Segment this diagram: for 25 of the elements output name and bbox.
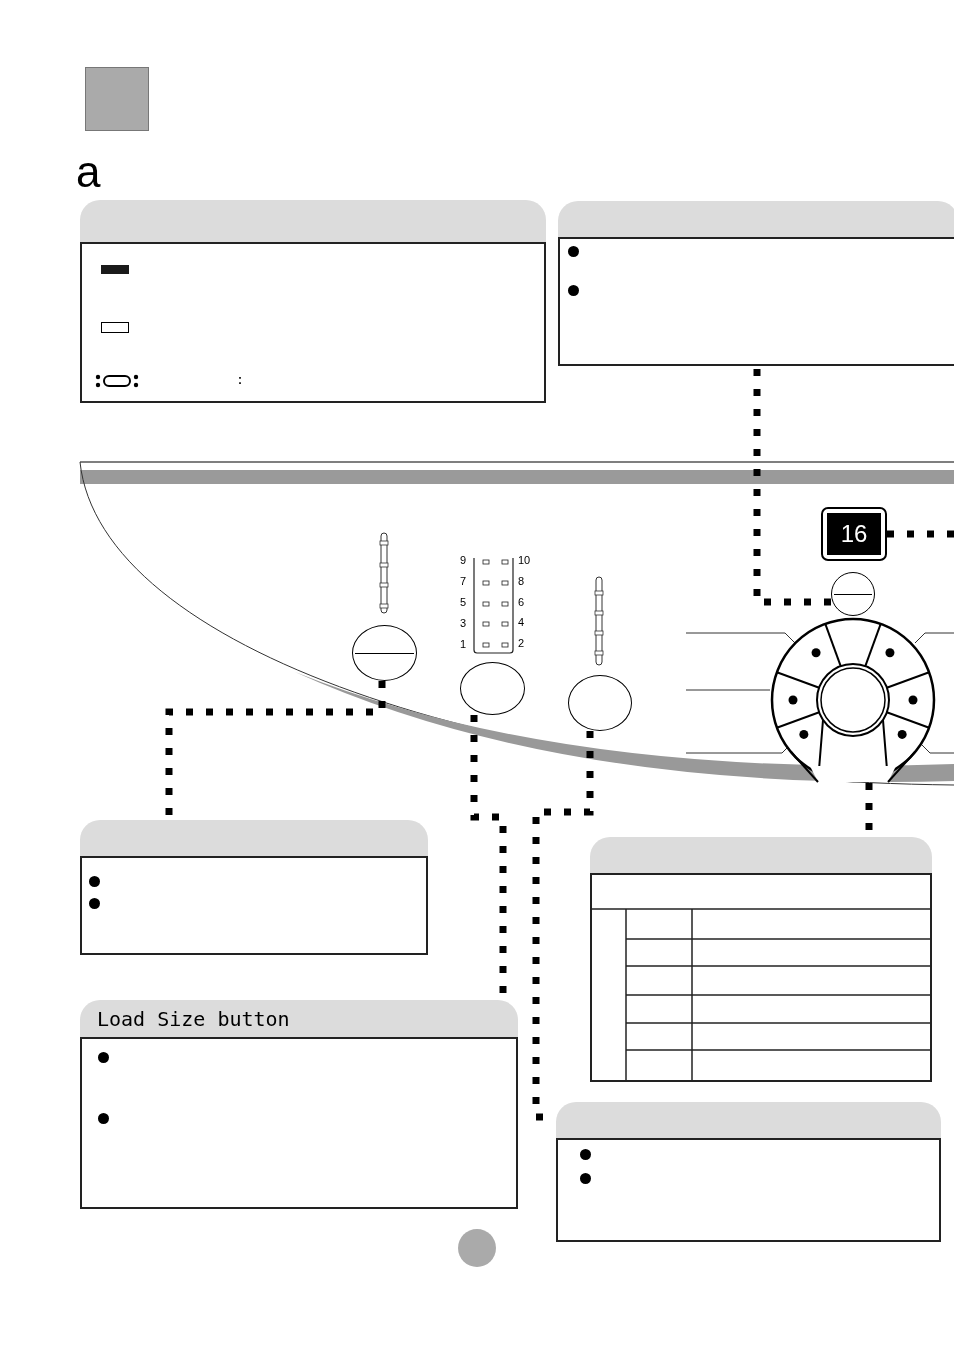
level-number: 4 [518, 617, 525, 628]
card-heading: Load Size button [97, 1007, 290, 1031]
digital-display [821, 507, 887, 561]
info-card [80, 820, 428, 955]
program-dial [770, 617, 936, 783]
leader-line [532, 731, 594, 1121]
level-number: 1 [460, 639, 467, 650]
leader-line [887, 530, 954, 538]
info-card [80, 1000, 518, 1209]
colon-mark: : [238, 374, 242, 386]
level-number: 2 [518, 638, 525, 649]
round-button [831, 572, 875, 616]
info-card [556, 1102, 941, 1242]
info-card [80, 200, 546, 403]
level-number: 9 [460, 555, 467, 566]
info-card [558, 201, 954, 366]
section-letter: a [76, 150, 101, 194]
level-number: 3 [460, 618, 467, 629]
display-readout: 16 [840, 522, 868, 546]
level-number: 5 [460, 597, 467, 608]
level-number: 7 [460, 576, 467, 587]
leader-line [753, 366, 831, 606]
level-number: 8 [518, 576, 525, 587]
level-number: 6 [518, 597, 525, 608]
level-number: 10 [518, 555, 531, 566]
